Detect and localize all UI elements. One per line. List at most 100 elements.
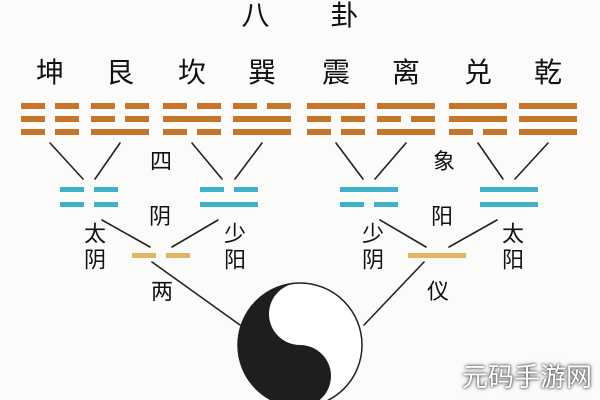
trigram-line-yin-left — [21, 103, 45, 109]
trigram-line-yin-right — [197, 103, 221, 109]
sixiang-line-yin-right — [234, 187, 258, 192]
connector-line — [151, 261, 241, 326]
sixiang-name-shaoyin: 少阴 — [358, 222, 383, 274]
connector-line — [374, 142, 407, 180]
liangyi-label-yin: 阴 — [148, 205, 172, 230]
sixiang-line-yang — [480, 202, 538, 207]
taiji-label-yi: 仪 — [426, 280, 450, 305]
trigram-name-zhen: 震 — [321, 56, 351, 89]
sixiang-line-yin-right — [374, 202, 398, 207]
trigram-name-kan: 坎 — [177, 56, 207, 89]
sixiang-symbols — [60, 187, 538, 207]
trigram-line-yin-left — [377, 116, 401, 122]
sixiang-line-yin-right — [94, 187, 118, 192]
trigram-line-yin-left — [163, 103, 187, 109]
trigram-name-li: 离 — [391, 56, 421, 89]
trigram-line-yang — [377, 129, 435, 135]
liangyi-line-yin-right — [166, 253, 190, 258]
sixiang-line-yin-left — [60, 187, 84, 192]
sixiang-symbol-1 — [200, 187, 258, 207]
trigram-symbol-5 — [377, 103, 435, 135]
connector-line — [49, 142, 84, 180]
liangyi-line-yin-left — [132, 253, 156, 258]
trigram-line-yang — [449, 103, 507, 109]
sixiang-line-yin-left — [200, 187, 224, 192]
sixiang-line-yang — [340, 187, 398, 192]
connector-line — [363, 261, 425, 326]
trigram-line-yin-left — [233, 103, 257, 109]
trigram-symbol-7 — [519, 103, 577, 135]
trigram-name-dui: 兑 — [463, 56, 493, 89]
sixiang-name-taiyang: 太阳 — [498, 222, 523, 274]
trigram-line-yang — [519, 129, 577, 135]
sixiang-symbol-3 — [480, 187, 538, 207]
taiji-light-dot — [291, 305, 309, 323]
connector-line — [514, 142, 549, 180]
liangyi-symbols — [132, 253, 466, 258]
connector-line — [379, 219, 427, 248]
watermark: 元码手游网 — [461, 363, 592, 393]
trigram-line-yang — [91, 129, 149, 135]
trigram-line-yin-right — [197, 129, 221, 135]
connector-line — [191, 142, 223, 180]
connector-line — [234, 142, 263, 180]
sixiang-line-yin-left — [340, 202, 364, 207]
liangyi-line-yang — [408, 253, 466, 258]
trigram-name-gen: 艮 — [105, 56, 135, 89]
connector-line — [94, 142, 121, 180]
connector-line — [101, 219, 151, 248]
trigram-line-yang — [163, 116, 221, 122]
trigram-line-yang — [233, 129, 291, 135]
trigram-line-yin-right — [125, 116, 149, 122]
connector-line — [171, 219, 219, 248]
sixiang-symbol-0 — [60, 187, 118, 207]
sixiang-line-yin-right — [94, 202, 118, 207]
liangyi-label-yang: 阳 — [430, 205, 454, 230]
trigram-line-yin-right — [267, 103, 291, 109]
trigram-symbol-4 — [307, 103, 365, 135]
trigram-name-qian: 乾 — [533, 56, 563, 89]
sixiang-label-xiang: 象 — [432, 150, 456, 175]
trigram-symbol-6 — [449, 103, 507, 135]
trigram-line-yin-left — [449, 129, 473, 135]
trigram-line-yin-left — [91, 103, 115, 109]
trigram-line-yin-right — [341, 116, 365, 122]
connector-line — [477, 142, 504, 180]
trigram-line-yin-left — [307, 129, 331, 135]
trigram-line-yin-right — [483, 129, 507, 135]
trigram-line-yin-left — [21, 116, 45, 122]
trigram-name-kun: 坤 — [35, 56, 65, 89]
trigram-line-yang — [519, 103, 577, 109]
trigram-line-yin-right — [411, 116, 435, 122]
trigram-symbol-1 — [91, 103, 149, 135]
sixiang-symbol-2 — [340, 187, 398, 207]
liangyi-symbol-1 — [408, 253, 466, 258]
trigram-line-yin-right — [55, 129, 79, 135]
trigram-line-yin-right — [55, 116, 79, 122]
trigram-line-yang — [449, 116, 507, 122]
sixiang-line-yang — [480, 187, 538, 192]
taiji-dark-dot — [291, 367, 309, 385]
taiji-label-liang: 两 — [150, 280, 174, 305]
trigram-line-yin-left — [307, 116, 331, 122]
trigram-line-yin-left — [91, 116, 115, 122]
connector-line — [448, 219, 498, 248]
trigram-line-yin-left — [21, 129, 45, 135]
trigram-line-yang — [519, 116, 577, 122]
trigram-line-yin-left — [163, 129, 187, 135]
trigram-line-yang — [307, 103, 365, 109]
sixiang-name-taiyin: 太阴 — [80, 222, 105, 274]
trigram-symbols — [21, 103, 577, 135]
sixiang-line-yin-left — [60, 202, 84, 207]
liangyi-symbol-0 — [132, 253, 190, 258]
trigram-line-yin-right — [341, 129, 365, 135]
sixiang-label-si: 四 — [149, 150, 173, 175]
connector-line — [335, 142, 364, 180]
diagram-title: 八 卦 — [241, 0, 385, 32]
trigram-symbol-2 — [163, 103, 221, 135]
trigram-line-yin-right — [125, 103, 149, 109]
trigram-line-yang — [233, 116, 291, 122]
connector-lines — [49, 142, 549, 326]
